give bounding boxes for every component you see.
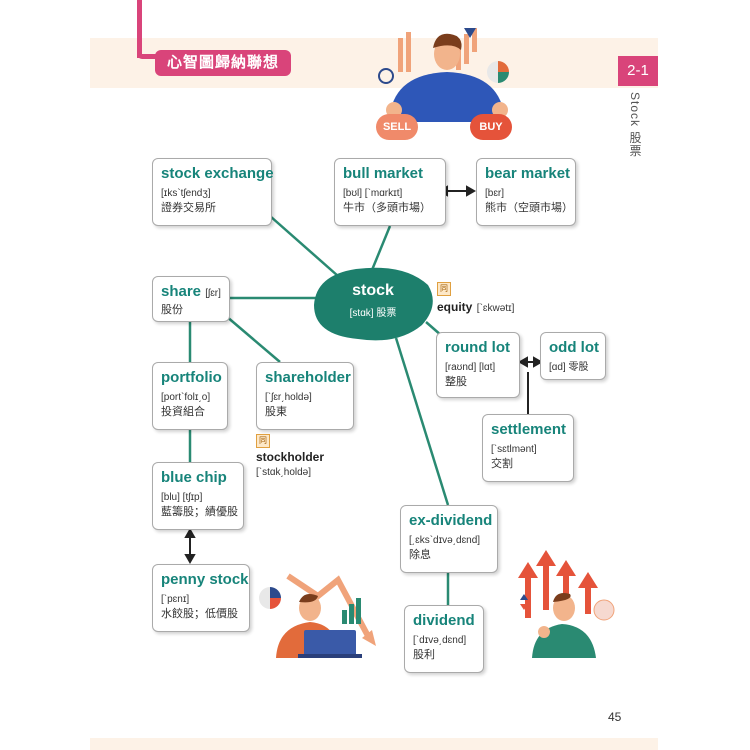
node-bear-market: bear market [bɛr] 熊市（空頭市場）	[476, 158, 576, 226]
node-translation: 牛市（多頭市場）	[343, 202, 431, 214]
node-term: penny stock	[161, 571, 249, 588]
node-ipa: [ɪks`tʃendʒ]	[161, 188, 211, 199]
node-translation: 證券交易所	[161, 202, 216, 214]
node-ipa: [bɛr]	[485, 188, 505, 199]
node-bull-market: bull market [bʊl] [`mɑrkɪt] 牛市（多頭市場）	[334, 158, 446, 226]
node-translation: 股利	[413, 649, 435, 661]
node-translation: 水餃股；低價股	[161, 608, 238, 620]
center-term: stock	[352, 282, 394, 299]
connector-ex-dividend	[394, 337, 450, 506]
node-term: dividend	[413, 612, 475, 629]
trader-illustration	[378, 28, 509, 122]
chapter-number: 2-1	[618, 56, 658, 86]
header-accent-line	[137, 0, 142, 58]
section-title: 心智圖歸納聯想	[155, 50, 292, 76]
node-ipa: [bʊl] [`mɑrkɪt]	[343, 188, 403, 199]
node-term: round lot	[445, 339, 510, 356]
node-dividend: dividend [`dɪvə͵dɛnd] 股利	[404, 605, 484, 673]
node-term: blue chip	[161, 469, 227, 486]
node-translation-line: [ɑd] 零股	[549, 360, 597, 375]
node-round-lot: round lot [raʊnd] [lɑt] 整股	[436, 332, 520, 398]
node-penny-stock: penny stock [`pɛnɪ] 水餃股；低價股	[152, 564, 250, 632]
node-ipa: [port`folɪ͵o]	[161, 392, 211, 403]
connector-shareholder	[225, 315, 281, 363]
worried-trader-illustration	[259, 573, 376, 658]
page-number: 45	[608, 710, 622, 724]
node-ipa: [`pɛnɪ]	[161, 594, 190, 605]
node-term: portfolio	[161, 369, 222, 386]
node-term: share	[161, 283, 202, 300]
rising-arrows-icon	[518, 550, 598, 618]
node-settlement: settlement [`sɛtlmənt] 交割	[482, 414, 574, 482]
node-stock-exchange: stock exchange [ɪks`tʃendʒ] 證券交易所	[152, 158, 274, 226]
node-ipa: [raʊnd] [lɑt]	[445, 362, 496, 373]
node-ipa: [ʃɛr]	[205, 288, 221, 299]
synonym-equity: equity [`ɛkwətɪ]	[437, 298, 514, 316]
node-ipa: [ɑd]	[549, 362, 566, 373]
node-ipa: [͵ɛks`dɪvə͵dɛnd]	[409, 535, 481, 546]
sell-button: SELL	[376, 114, 418, 140]
node-term: settlement	[491, 421, 567, 438]
rising-market-illustration	[518, 550, 615, 658]
node-ipa: [`sɛtlmənt]	[491, 444, 537, 455]
node-blue-chip: blue chip [blu] [tʃɪp] 藍籌股；績優股	[152, 462, 244, 530]
node-translation: 投資組合	[161, 406, 205, 418]
chapter-title: Stock 股票	[628, 92, 642, 158]
synonym-ipa: [`stɑk͵holdə]	[256, 467, 312, 478]
node-portfolio: portfolio [port`folɪ͵o] 投資組合	[152, 362, 228, 430]
synonym-ipa: [`ɛkwətɪ]	[476, 303, 515, 314]
node-term: stock exchange	[161, 165, 274, 182]
connector-stock-exchange	[269, 215, 339, 277]
laptop-icon	[304, 630, 356, 656]
node-translation: 除息	[409, 549, 431, 561]
node-share: share [ʃɛr] 股份	[152, 276, 230, 322]
node-translation: 整股	[445, 376, 467, 388]
node-translation: 股份	[161, 304, 183, 316]
node-ipa: [`ʃɛr͵holdə]	[265, 392, 312, 403]
node-ipa: [`dɪvə͵dɛnd]	[413, 635, 467, 646]
connector-bull-market	[370, 225, 392, 271]
center-translation: [stɑk] 股票	[312, 304, 434, 319]
node-translation: 熊市（空頭市場）	[485, 202, 573, 214]
synonym-term: stockholder	[256, 450, 325, 464]
node-term: bear market	[485, 165, 571, 182]
header-accent-hook	[137, 54, 165, 59]
node-term: bull market	[343, 165, 424, 182]
center-node-text: stock [stɑk] 股票	[312, 282, 434, 319]
node-translation: 零股	[568, 362, 589, 373]
node-term-line: share [ʃɛr]	[161, 283, 221, 303]
node-term: shareholder	[265, 369, 351, 386]
node-translation: 藍籌股；績優股	[161, 506, 238, 518]
node-ex-dividend: ex-dividend [͵ɛks`dɪvə͵dɛnd] 除息	[400, 505, 498, 573]
node-term: odd lot	[549, 339, 599, 356]
down-arrow-icon	[464, 28, 476, 38]
synonym-badge: 同	[437, 282, 451, 296]
center-ipa: [stɑk]	[349, 308, 374, 319]
center-node	[314, 267, 433, 341]
buy-button: BUY	[470, 114, 512, 140]
node-odd-lot: odd lot [ɑd] 零股	[540, 332, 606, 380]
center-zh: 股票	[376, 308, 397, 319]
node-term: ex-dividend	[409, 512, 493, 529]
node-translation: 交割	[491, 458, 513, 470]
node-translation: 股東	[265, 406, 287, 418]
node-ipa: [blu] [tʃɪp]	[161, 492, 203, 503]
node-shareholder: shareholder [`ʃɛr͵holdə] 股東	[256, 362, 354, 430]
synonym-term: equity	[437, 300, 473, 314]
synonym-badge: 同	[256, 434, 270, 448]
footer-band	[90, 738, 658, 750]
